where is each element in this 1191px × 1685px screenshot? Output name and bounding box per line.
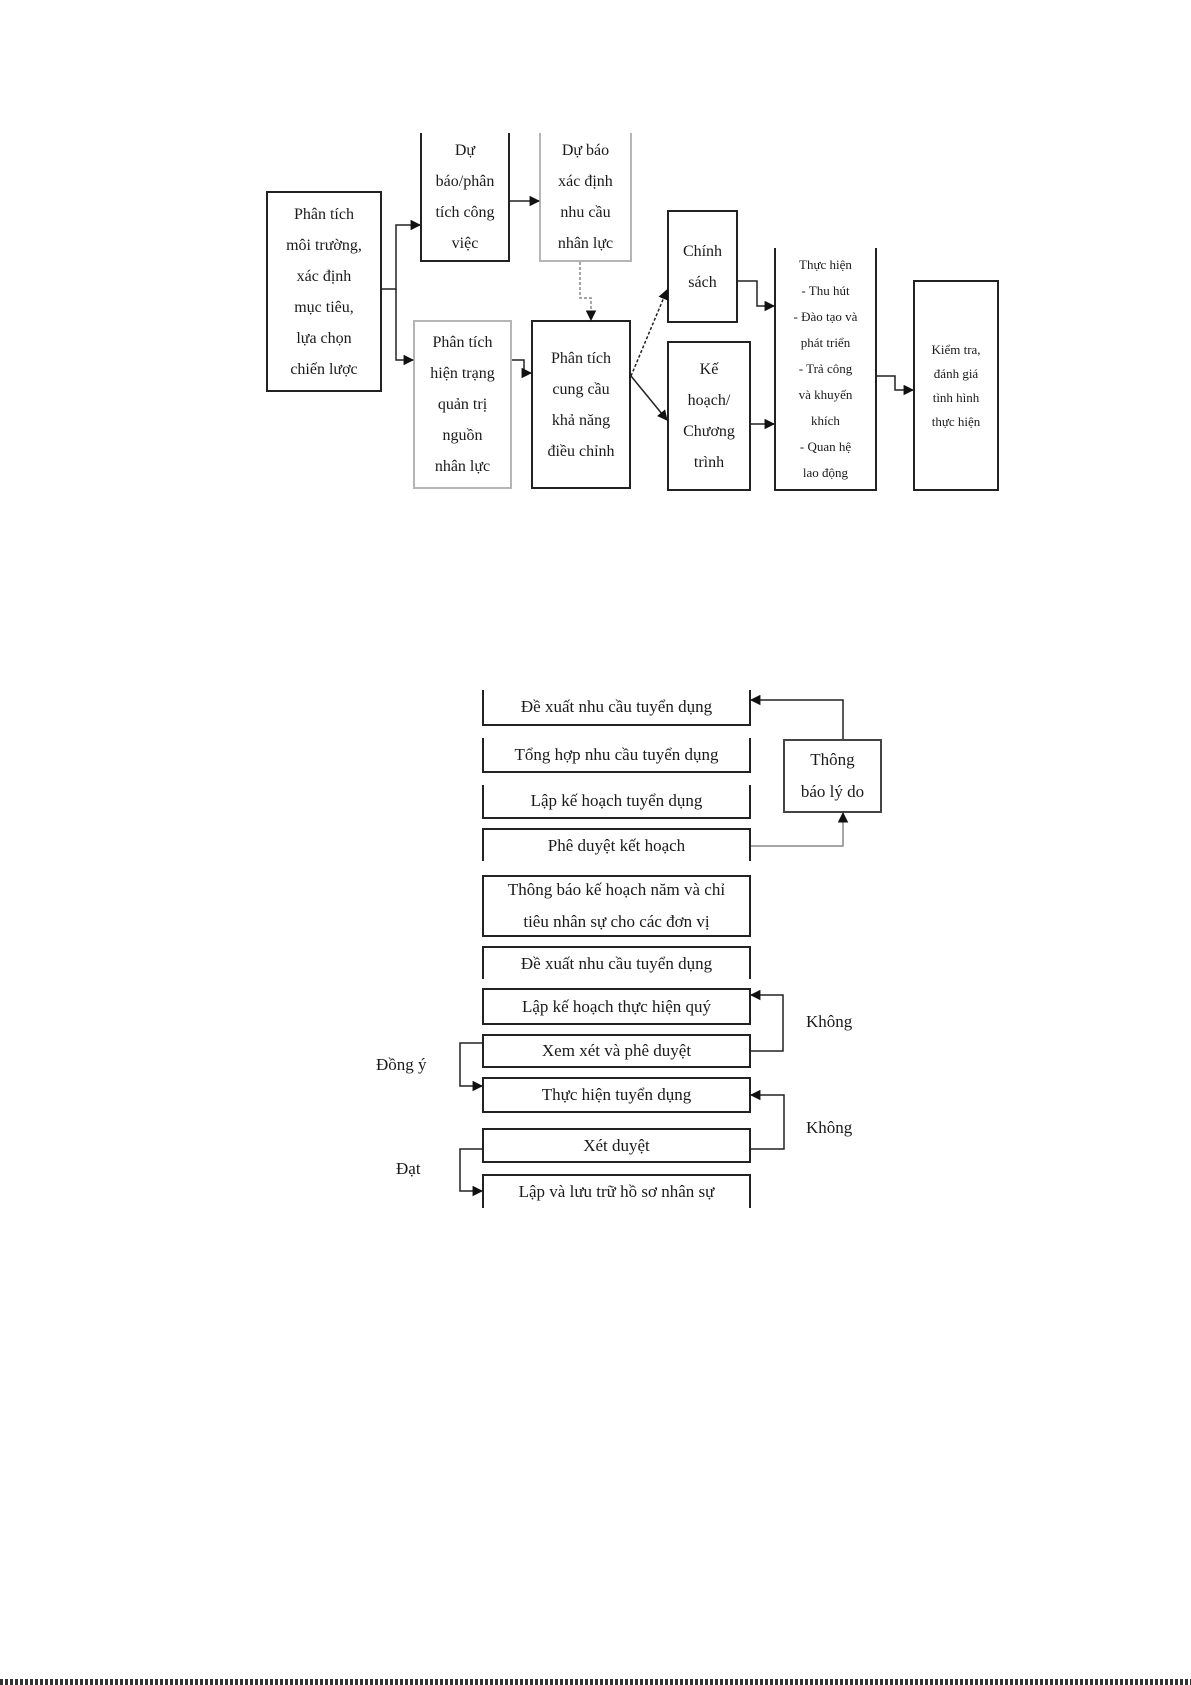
step-phe-duyet-ke-hoach: Phê duyệt kết hoạch: [482, 828, 751, 861]
edge-thongbao-dexuat: [749, 694, 844, 739]
step-lap-ke-hoach-tuyen-dung: Lập kế hoạch tuyển dụng: [482, 785, 751, 819]
edge-cungcau-kehoach: [630, 375, 668, 421]
node-ke-hoach: Kế hoạch/ Chương trình: [667, 341, 751, 491]
label-khong-2: Không: [806, 1118, 853, 1137]
step-xem-xet-phe-duyet: Xem xét và phê duyệt: [482, 1034, 751, 1068]
step-de-xuat-nhu-cau: Đề xuất nhu cầu tuyển dụng: [482, 690, 751, 726]
step-lap-ke-hoach-quy: Lập kế hoạch thực hiện quý: [482, 988, 751, 1025]
edge-khong-2: [749, 1089, 785, 1150]
edge-cungcau-chinhsach: [630, 289, 669, 377]
node-chinh-sach: Chính sách: [667, 210, 738, 323]
node-du-bao-nhu-cau: Dự báo xác định nhu cầu nhân lực: [539, 133, 632, 262]
node-kiem-tra: Kiểm tra, đánh giá tình hình thực hiện: [913, 280, 999, 491]
edge-env-split: [382, 219, 422, 290]
step-de-xuat-nhu-cau-2: Đề xuất nhu cầu tuyển dụng: [482, 946, 751, 979]
label-dong-y: Đồng ý: [376, 1055, 427, 1074]
node-thuc-hien: Thực hiện - Thu hút - Đào tạo và phát tr…: [774, 248, 877, 491]
step-thong-bao-ke-hoach-nam: Thông báo kế hoạch năm và chỉ tiêu nhân …: [482, 875, 751, 937]
edge-dong-y: [459, 1042, 484, 1092]
edge-khong-1: [749, 989, 784, 1052]
node-phan-tich-hien-trang: Phân tích hiện trạng quản trị nguồn nhân…: [413, 320, 512, 489]
edge-env-hien-trang: [395, 289, 415, 366]
label-dat: Đạt: [396, 1159, 421, 1178]
node-du-bao-phan-tich: Dự báo/phân tích công việc: [420, 133, 510, 262]
step-thuc-hien-tuyen-dung: Thực hiện tuyển dụng: [482, 1077, 751, 1113]
label-khong-1: Không: [806, 1012, 853, 1031]
edge-chinhsach-thuchien: [738, 280, 776, 312]
edge-hientrang-cungcau: [512, 359, 533, 379]
step-xet-duyet: Xét duyệt: [482, 1128, 751, 1163]
page-bottom-border: [0, 1679, 1191, 1685]
step-tong-hop-nhu-cau: Tổng hợp nhu cầu tuyển dụng: [482, 738, 751, 773]
node-phan-tich-moi-truong: Phân tích môi trường, xác định mục tiêu,…: [266, 191, 382, 392]
edge-nhucau-cungcau: [579, 262, 597, 322]
side-box-thong-bao-ly-do: Thông báo lý do: [783, 739, 882, 813]
edge-thuchien-kiemtra: [877, 375, 915, 396]
edge-dat: [459, 1148, 484, 1197]
edge-pheduyet-thongbao: [751, 811, 849, 847]
node-phan-tich-cung-cau: Phân tích cung cầu khả năng điều chỉnh: [531, 320, 631, 489]
